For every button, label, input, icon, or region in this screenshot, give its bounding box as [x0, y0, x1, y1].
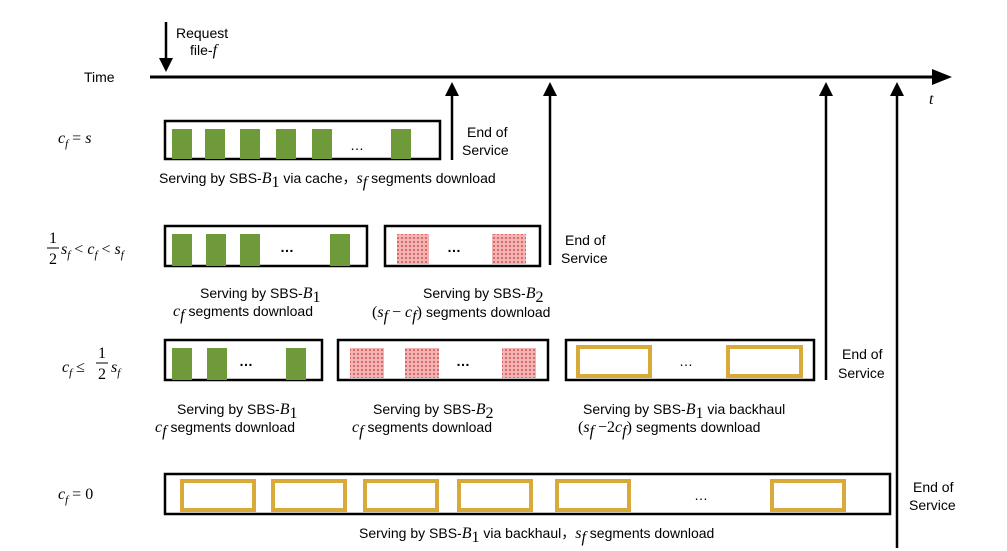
end-of-service-label-row4-l1: End of [913, 479, 954, 495]
row1-condition: cf = s [58, 130, 91, 150]
row3-caption1-line2: cf segments download [155, 419, 295, 440]
row3-sbs2-segment [405, 348, 439, 378]
request-file-label: file-f [190, 42, 220, 59]
row4-backhaul-segment [363, 479, 439, 512]
row1-segment [312, 129, 332, 159]
row3-caption1-line1: Serving by SBS-B1 [177, 401, 298, 422]
row4-backhaul-segment [457, 479, 533, 512]
row1-segment [205, 129, 225, 159]
svg-text:cf ≤: cf ≤ [62, 359, 85, 379]
row2-sbs1-segment [240, 234, 260, 266]
time-axis-arrowhead [932, 69, 952, 85]
row3-sbs1-frame [163, 338, 324, 382]
row4-backhaul-ellipsis: … [694, 487, 708, 503]
request-arrow-head [159, 58, 173, 72]
row4-backhaul-segment [770, 479, 846, 512]
row2-sbs1-segment [172, 234, 192, 266]
row4-backhaul-frame [163, 472, 892, 516]
row3-caption3-line1: Serving by SBS-B1 via backhaul [583, 401, 785, 422]
row4-backhaul-segment [555, 479, 631, 512]
row2-sbs2-segment [492, 234, 526, 264]
row4-backhaul-segment [271, 479, 347, 512]
row3-backhaul-frame [564, 338, 816, 382]
end-of-service-label-row3-l2: Service [838, 365, 885, 381]
row3-sbs2-segment [350, 348, 384, 378]
row4-backhaul-segment [180, 479, 256, 512]
row3-sbs2-segment [502, 348, 536, 378]
svg-text:sf < cf < sf: sf < cf < sf [61, 241, 126, 261]
row1-ellipsis: … [350, 137, 364, 153]
row1-caption: Serving by SBS-B1 via cache，sf segments … [159, 170, 496, 191]
row1-segment [391, 129, 411, 159]
row2-sbs2-frame [383, 224, 542, 268]
row3-backhaul-ellipsis: … [679, 353, 693, 369]
end-of-service-arrow-row3 [819, 82, 833, 380]
row3-sbs1-segment [172, 348, 192, 380]
row2-sbs2-segment [397, 234, 429, 264]
end-of-service-label-row2-l1: End of [565, 232, 606, 248]
row2-sbs1-segment [206, 234, 226, 266]
row1-segment [240, 129, 260, 159]
end-of-service-label-row2-l2: Service [561, 250, 608, 266]
row3-caption2-line1: Serving by SBS-B2 [373, 401, 494, 422]
row2-caption2-line2: (sf − cf) segments download [372, 304, 550, 325]
end-of-service-arrow-row4 [890, 82, 904, 548]
row2-sbs1-segment [330, 234, 350, 266]
row3-sbs2-frame [336, 338, 550, 382]
end-of-service-arrow-row2 [543, 82, 557, 265]
row2-sbs2-ellipsis: … [447, 239, 461, 255]
row4-condition: cf = 0 [58, 486, 93, 506]
row3-sbs2-ellipsis: … [456, 353, 470, 369]
row3-backhaul-segment [726, 345, 803, 378]
svg-text:1: 1 [49, 230, 57, 247]
svg-text:1: 1 [98, 345, 106, 362]
request-label: Request [176, 25, 228, 41]
end-of-service-label-row1-l1: End of [467, 124, 508, 140]
row3-condition: cf ≤ 1 2 sf [62, 345, 122, 383]
row1-segment [276, 129, 296, 159]
row3-caption3-line2: (sf −2cf) segments download [578, 419, 760, 440]
svg-text:2: 2 [98, 366, 106, 383]
row2-sbs1-ellipsis: … [280, 239, 294, 255]
row4-caption: Serving by SBS-B1 via backhaul，sf segmen… [359, 525, 714, 546]
svg-text:sf: sf [111, 359, 122, 379]
row1-segment [172, 129, 192, 159]
row2-condition: 1 2 sf < cf < sf [47, 230, 126, 268]
row3-sbs1-segment [207, 348, 227, 380]
row3-backhaul-segment [576, 345, 652, 378]
row2-caption1-line2: cf segments download [173, 303, 313, 324]
row2-sbs1-frame [163, 224, 369, 268]
row3-caption2-line2: cf segments download [352, 419, 492, 440]
end-of-service-arrow-row1 [445, 82, 459, 160]
end-of-service-label-row1-l2: Service [462, 142, 509, 158]
row2-caption1-line1: Serving by SBS-B1 [200, 285, 321, 306]
time-axis-t-label: t [929, 91, 934, 108]
time-axis-label: Time [84, 69, 115, 85]
end-of-service-label-row4-l2: Service [909, 497, 956, 513]
row1-cache-frame [163, 119, 442, 161]
row2-caption2-line1: Serving by SBS-B2 [423, 285, 544, 306]
end-of-service-label-row3-l1: End of [842, 346, 883, 362]
row3-sbs1-segment [286, 348, 306, 380]
svg-text:2: 2 [49, 251, 57, 268]
row3-sbs1-ellipsis: … [239, 353, 253, 369]
